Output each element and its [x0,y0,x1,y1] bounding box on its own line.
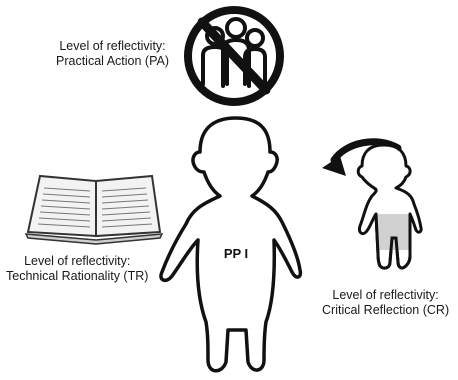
practical-action-line2: Practical Action (PA) [56,54,170,68]
technical-rationality-label: Level of reflectivity: Technical Rationa… [6,254,148,284]
practical-action-label: Level of reflectivity: Practical Action … [56,39,169,69]
no-group-icon [184,6,284,106]
critical-reflection-line1: Level of reflectivity: [332,288,439,302]
person-outline-icon [159,116,303,373]
practical-action-line1: Level of reflectivity: [59,39,166,53]
center-figure-label: PP I [224,246,248,261]
open-book-icon [24,174,164,245]
critical-reflection-label: Level of reflectivity: Critical Reflecti… [322,288,449,318]
technical-rationality-line2: Technical Rationality (TR) [6,269,149,283]
small-person-icon [356,143,423,270]
critical-reflection-line2: Critical Reflection (CR) [322,303,450,317]
technical-rationality-line1: Level of reflectivity: [24,254,131,268]
